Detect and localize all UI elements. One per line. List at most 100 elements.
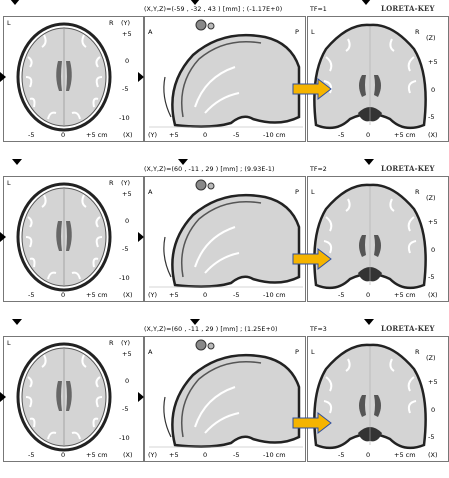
sagittal-brain-image — [149, 339, 303, 448]
right-label: R — [415, 28, 420, 36]
axial-brain-image — [16, 22, 112, 132]
y-tick-label: -10 — [119, 274, 130, 282]
y-tick-label: 0 — [125, 217, 130, 225]
side-marker-icon[interactable] — [138, 392, 144, 402]
coronal-view[interactable]: L R (Z) +5 0 -5 -5 0 +5 cm (X) — [307, 176, 449, 302]
z-tick-label: -5 — [428, 433, 435, 441]
z-tick-label: +5 — [428, 218, 438, 226]
x-axis-name: (X) — [123, 131, 133, 139]
z-tick-label: 0 — [431, 86, 436, 94]
x-tick-label: 0 — [203, 451, 208, 459]
x-tick-label: -5 — [338, 291, 345, 299]
left-label: L — [7, 339, 11, 347]
cursor-marker-icon[interactable] — [190, 319, 200, 325]
left-label: L — [311, 188, 315, 196]
coronal-brain-image — [313, 343, 427, 450]
side-marker-icon[interactable] — [0, 232, 6, 242]
cursor-marker-icon[interactable] — [10, 0, 20, 5]
anterior-label: A — [148, 348, 153, 356]
side-marker-icon[interactable] — [0, 392, 6, 402]
cursor-marker-icon[interactable] — [12, 319, 22, 325]
x-tick-label: +5 — [169, 451, 179, 459]
left-label: L — [311, 28, 315, 36]
time-frame-label: TF=1 — [310, 6, 327, 13]
x-axis-name: (X) — [428, 131, 438, 139]
y-axis-name: (Y) — [121, 179, 131, 187]
app-logo: LORETA-KEY — [381, 324, 435, 333]
z-axis-name: (Z) — [426, 354, 436, 362]
x-axis-name: (X) — [428, 291, 438, 299]
right-label: R — [109, 179, 114, 187]
cursor-marker-icon[interactable] — [364, 319, 374, 325]
sagittal-view[interactable]: A P (Y) +5 0 -5 -10 cm — [144, 16, 306, 142]
right-label: R — [415, 348, 420, 356]
x-tick-label: +5 cm — [86, 291, 108, 299]
y-axis-name: (Y) — [148, 291, 158, 299]
right-label: R — [415, 188, 420, 196]
x-tick-label: 0 — [366, 451, 371, 459]
z-tick-label: +5 — [428, 378, 438, 386]
x-tick-label: 0 — [61, 131, 66, 139]
y-tick-label: -5 — [122, 405, 129, 413]
x-tick-label: -5 — [28, 131, 35, 139]
axial-view[interactable]: L R (Y) +5 0 -5 -10 -5 0 +5 cm (X) — [3, 336, 144, 462]
side-marker-icon[interactable] — [138, 232, 144, 242]
y-axis-name: (Y) — [121, 339, 131, 347]
x-tick-label: 0 — [203, 291, 208, 299]
z-tick-label: -5 — [428, 273, 435, 281]
x-tick-label: +5 — [169, 291, 179, 299]
x-tick-label: +5 cm — [394, 131, 416, 139]
y-tick-label: -5 — [122, 245, 129, 253]
x-tick-label: -5 — [338, 131, 345, 139]
frame-row: (X,Y,Z)=(-59 , -32 , 43 ) [mm] ; (-1.17E… — [0, 0, 449, 150]
z-axis-name: (Z) — [426, 34, 436, 42]
sagittal-view[interactable]: A P (Y) +5 0 -5 -10 cm — [144, 176, 306, 302]
posterior-label: P — [295, 348, 299, 356]
y-tick-label: +5 — [122, 30, 132, 38]
coordinate-readout: (X,Y,Z)=(-59 , -32 , 43 ) [mm] ; (-1.17E… — [144, 6, 283, 13]
right-label: R — [109, 339, 114, 347]
left-label: L — [311, 348, 315, 356]
x-tick-label: +5 — [169, 131, 179, 139]
sagittal-view[interactable]: A P (Y) +5 0 -5 -10 cm — [144, 336, 306, 462]
axial-view[interactable]: L R (Y) +5 0 -5 -10 -5 0 +5 cm (X) — [3, 16, 144, 142]
y-tick-label: 0 — [125, 377, 130, 385]
cursor-marker-icon[interactable] — [361, 0, 371, 5]
x-axis-name: (X) — [123, 291, 133, 299]
side-marker-icon[interactable] — [138, 72, 144, 82]
side-marker-icon[interactable] — [0, 72, 6, 82]
x-tick-label: 0 — [203, 131, 208, 139]
y-tick-label: -10 — [119, 434, 130, 442]
z-tick-label: +5 — [428, 58, 438, 66]
cursor-marker-icon[interactable] — [364, 159, 374, 165]
z-tick-label: 0 — [431, 246, 436, 254]
y-axis-name: (Y) — [121, 19, 131, 27]
y-tick-label: +5 — [122, 190, 132, 198]
x-tick-label: +5 cm — [86, 451, 108, 459]
y-axis-name: (Y) — [148, 451, 158, 459]
coronal-brain-image — [313, 23, 427, 130]
frame-row: (X,Y,Z)=(60 , -11 , 29 ) [mm] ; (1.25E+0… — [0, 319, 449, 470]
cursor-marker-icon[interactable] — [178, 159, 188, 165]
anterior-label: A — [148, 28, 153, 36]
x-tick-label: +5 cm — [86, 131, 108, 139]
x-tick-label: +5 cm — [394, 451, 416, 459]
right-label: R — [109, 19, 114, 27]
y-tick-label: -10 — [119, 114, 130, 122]
posterior-label: P — [295, 28, 299, 36]
time-frame-label: TF=2 — [310, 166, 327, 173]
cursor-marker-icon[interactable] — [190, 0, 200, 5]
posterior-label: P — [295, 188, 299, 196]
highlight-arrow-icon — [292, 412, 332, 434]
app-logo: LORETA-KEY — [381, 4, 435, 13]
cursor-marker-icon[interactable] — [12, 159, 22, 165]
coronal-view[interactable]: L R (Z) +5 0 -5 -5 0 +5 cm (X) — [307, 336, 449, 462]
axial-view[interactable]: L R (Y) +5 0 -5 -10 -5 0 +5 cm (X) — [3, 176, 144, 302]
sagittal-brain-image — [149, 19, 303, 128]
x-tick-label: -5 — [338, 451, 345, 459]
x-tick-label: -5 — [233, 131, 240, 139]
z-tick-label: -5 — [428, 113, 435, 121]
axial-brain-image — [16, 182, 112, 292]
coordinate-readout: (X,Y,Z)=(60 , -11 , 29 ) [mm] ; (1.25E+0… — [144, 326, 278, 333]
left-label: L — [7, 179, 11, 187]
